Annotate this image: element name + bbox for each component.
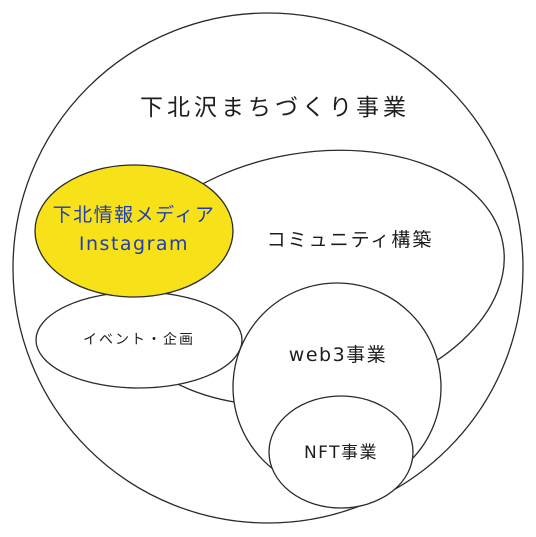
event-label: イベント・企画 bbox=[83, 331, 195, 348]
instagram-label-line1: 下北情報メディア bbox=[53, 204, 216, 226]
nft-circle bbox=[268, 395, 414, 509]
community-label: コミュニティ構築 bbox=[267, 229, 434, 251]
nft-label: NFT事業 bbox=[304, 443, 378, 463]
instagram-media-ellipse bbox=[34, 164, 234, 298]
instagram-label-line2: Instagram bbox=[79, 233, 189, 255]
web3-label: web3事業 bbox=[289, 344, 387, 366]
machizukuri-label: 下北沢まちづくり事業 bbox=[140, 95, 410, 121]
